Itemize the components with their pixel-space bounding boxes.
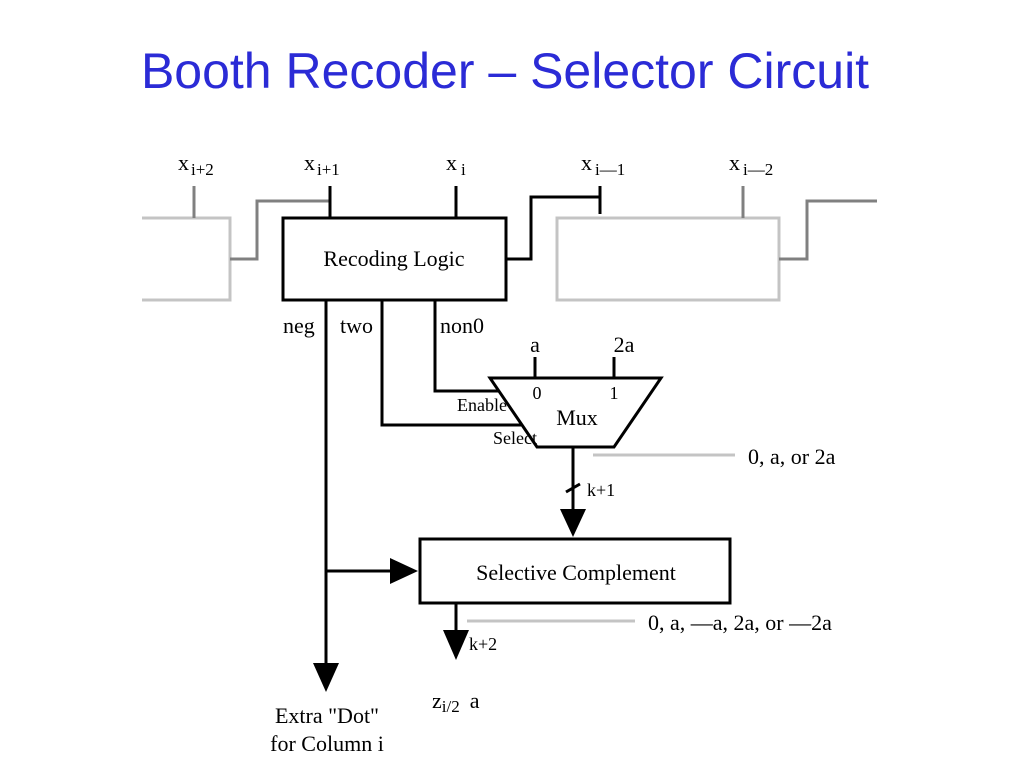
mux-port-1-label: 1	[610, 383, 619, 403]
selective-complement-block	[418, 537, 732, 605]
select-label: Select	[493, 428, 537, 448]
two-label: two	[340, 313, 373, 338]
mux-label: Mux	[556, 405, 598, 430]
mux-block	[487, 376, 664, 449]
arrow-neg-to-complement	[390, 558, 418, 584]
slide-title: Booth Recoder – Selector Circuit	[140, 43, 870, 99]
arrow-to-complement	[560, 509, 586, 537]
width-k-plus-1-label: k+1	[587, 480, 615, 500]
mux-input-2a-label: 2a	[614, 332, 635, 357]
neg-label: neg	[283, 313, 315, 338]
complement-output-annotation: 0, a, —a, 2a, or —2a	[648, 610, 832, 635]
mux-port-0-label: 0	[533, 383, 542, 403]
selective-complement-label: Selective Complement	[476, 560, 676, 585]
neighbor-block-left	[142, 216, 232, 302]
non0-label: non0	[440, 313, 484, 338]
width-k-plus-2-label: k+2	[469, 634, 497, 654]
recoding-logic-block	[281, 216, 508, 302]
arrow-z-output	[443, 630, 469, 660]
enable-label: Enable	[457, 395, 507, 415]
extra-dot-label-line1: Extra "Dot"	[275, 703, 379, 728]
arrow-extra-dot	[313, 663, 339, 692]
neighbor-block-right	[555, 216, 781, 302]
mux-input-a-label: a	[530, 332, 540, 357]
extra-dot-label-line2: for Column i	[270, 731, 384, 756]
mux-output-annotation: 0, a, or 2a	[748, 444, 836, 469]
recoding-logic-label: Recoding Logic	[323, 246, 464, 271]
neighbor-wires	[192, 186, 877, 261]
